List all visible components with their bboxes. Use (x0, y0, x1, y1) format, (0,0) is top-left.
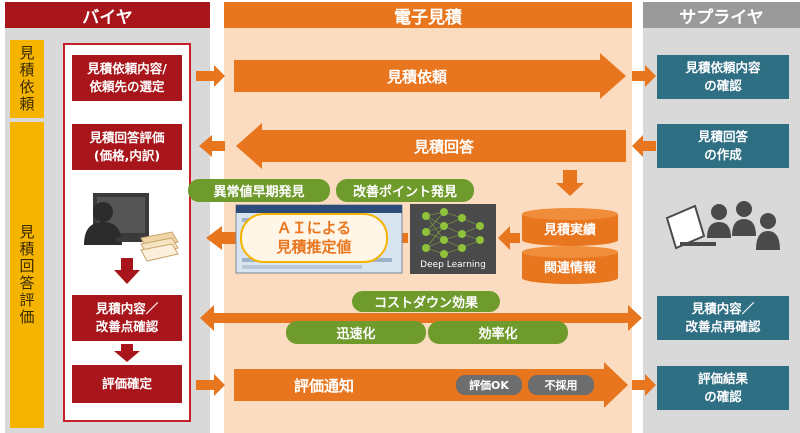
arrow-data-to-dl (498, 226, 520, 250)
flow-notify-label: 評価通知 (293, 376, 354, 395)
buyer-step-evaluate: 見積回答評価 (価格,内訳) (72, 124, 182, 170)
arrow-cost-down-double (200, 305, 642, 331)
actuals-label: 見積実績 (543, 222, 596, 238)
arrow-buyer-down-1 (114, 258, 140, 284)
related-info-label: 関連情報 (543, 260, 596, 276)
rejected-badge: 不採用 (528, 375, 594, 395)
flow-answer-label: 見積回答 (413, 137, 474, 156)
arrow-platform-to-buyer-answer (199, 135, 225, 157)
supplier-step-create-answer: 見積回答 の作成 (657, 124, 789, 168)
arrow-platform-to-supplier-request (632, 65, 656, 87)
arrow-buyer-to-platform-request (196, 65, 225, 87)
arrow-supplier-to-platform-answer (632, 135, 656, 157)
supplier-step-confirm-result: 評価結果 の確認 (657, 366, 789, 410)
stage-request: 見積依頼 (10, 40, 44, 118)
supplier-step-confirm-request: 見積依頼内容 の確認 (657, 55, 789, 99)
stage-evaluation: 見積回答評価 (10, 122, 44, 428)
supplier-step-reconfirm: 見積内容／ 改善点再確認 (657, 296, 789, 340)
buyer-step-confirm: 見積内容／ 改善点確認 (72, 295, 182, 341)
buyer-header: バイヤ (5, 2, 210, 28)
buyer-step-finalize: 評価確定 (72, 365, 182, 403)
arrow-buyer-to-platform-notify (196, 374, 225, 396)
arrow-buyer-down-2 (114, 344, 140, 362)
efficiency-pill: 効率化 (428, 321, 568, 344)
supplier-team-icon (665, 201, 780, 250)
related-database (522, 246, 618, 284)
deep-learning-caption: Deep Learning (420, 260, 486, 270)
arrow-ai-to-buyer (206, 226, 236, 250)
deep-learning-network-icon (410, 204, 496, 274)
improvement-discovery-pill: 改善ポイント発見 (336, 179, 474, 202)
flow-request-label: 見積依頼 (386, 67, 447, 86)
arrow-notify-main (234, 362, 628, 408)
buyer-computer-icon (84, 193, 154, 245)
speed-pill: 迅速化 (286, 321, 426, 344)
arrow-answer-main (236, 123, 626, 169)
arrow-request-main (234, 53, 626, 99)
cost-down-pill: コストダウン効果 (352, 291, 500, 312)
ai-estimate-label: ＡＩによる 見積推定値 (240, 213, 388, 263)
supplier-header: サプライヤ (643, 2, 800, 28)
buyer-step-select: 見積依頼内容/ 依頼先の選定 (72, 55, 182, 101)
actuals-database (522, 208, 618, 246)
platform-header: 電子見積 (224, 2, 632, 28)
arrow-platform-to-supplier-notify (632, 374, 656, 396)
anomaly-detection-pill: 異常値早期発見 (188, 179, 330, 202)
evaluation-ok-badge: 評価OK (456, 375, 522, 395)
document-stack-icon (140, 231, 179, 262)
arrow-answer-to-actuals (556, 170, 584, 196)
ai-estimate-text: ＡＩによる 見積推定値 (276, 219, 352, 256)
